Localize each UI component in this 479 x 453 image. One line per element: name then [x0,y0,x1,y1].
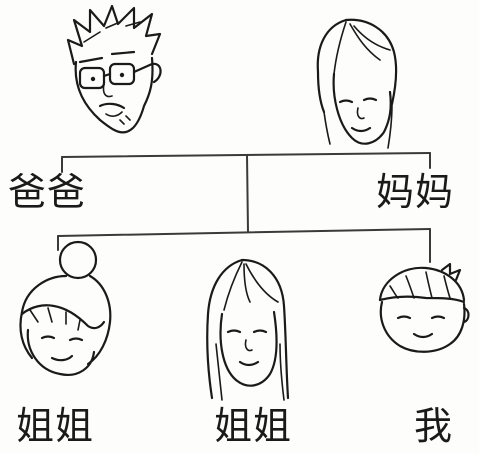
father-face-icon [66,4,162,134]
elder-sister-1-label: 姐姐 [16,404,95,448]
child-face-icon [378,262,470,353]
children-bar [57,228,431,237]
elder-sister-2-label: 姐姐 [214,404,293,448]
girl-bun-face-icon [19,240,112,376]
trunk-line [246,154,249,233]
long-hair-girl-face-icon [206,258,290,401]
me-label: 我 [414,404,454,448]
mother-label: 妈妈 [376,170,455,214]
father-label: 爸爸 [8,170,87,214]
mother-face-icon [316,18,398,149]
